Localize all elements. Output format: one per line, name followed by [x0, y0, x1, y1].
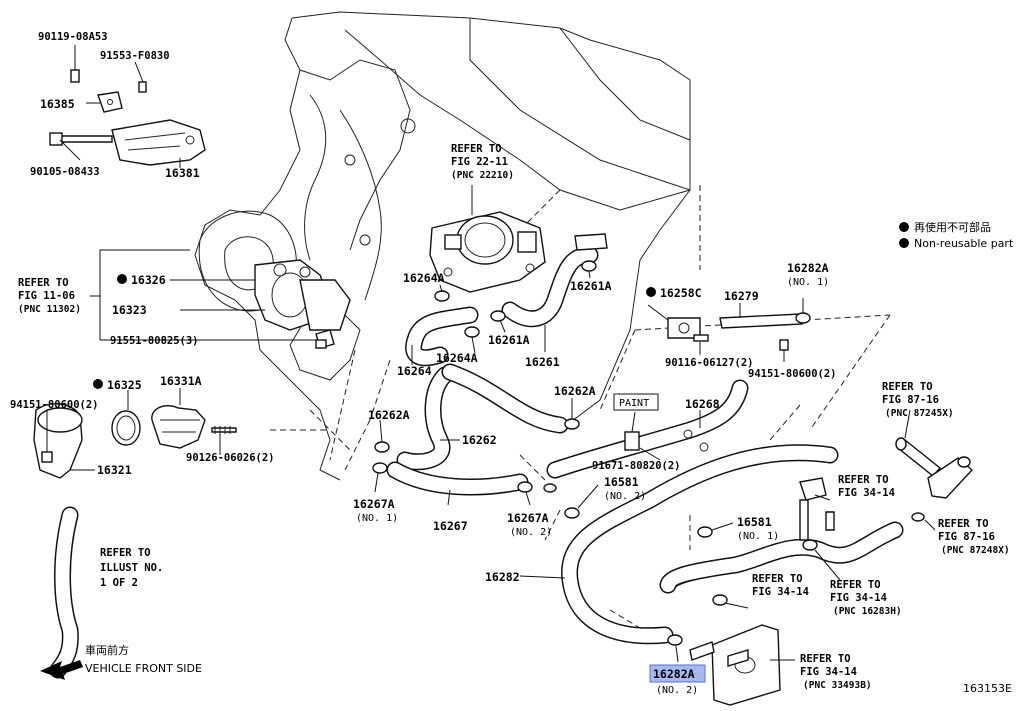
label-16282a-no2[interactable]: 16282A — [653, 667, 695, 681]
bracket-assembly — [49, 69, 206, 166]
label-90116-06127: 90116-06127(2) — [665, 357, 754, 369]
label-16268: 16268 — [685, 397, 720, 411]
label-16282a-no2-sub: (NO. 2) — [656, 685, 698, 696]
paint-box — [613, 393, 659, 411]
legend-text-en: Non-reusable part — [914, 237, 1014, 250]
label-16264a-top: 16264A — [403, 271, 445, 285]
label-refer-fig-22-11-l2: FIG 22-11 — [451, 156, 508, 168]
label-16264: 16264 — [397, 364, 432, 378]
label-90126-06026: 90126-06026(2) — [186, 452, 275, 464]
label-16385: 16385 — [40, 97, 75, 111]
heater-pipes-right — [895, 437, 974, 499]
legend: 再使用不可部品 Non-reusable part — [899, 220, 1014, 250]
label-refer-fig-34-14c-l3: (PNC 16283H) — [833, 606, 902, 617]
water-inlet-parts — [33, 259, 351, 479]
direction-text-en: VEHICLE FRONT SIDE — [85, 662, 202, 675]
label-16261a-upper: 16261A — [570, 279, 612, 293]
label-16581-no1-sub: (NO. 1) — [737, 531, 779, 542]
engine-block-outline — [194, 11, 891, 641]
coolant-hoses — [386, 233, 904, 645]
label-refer-fig-34-14c-l2: FIG 34-14 — [830, 592, 887, 604]
label-refer-fig-34-14c-l1: REFER TO — [830, 579, 881, 591]
label-refer-fig-11-06-l2: FIG 11-06 — [18, 290, 75, 302]
label-91553-f0830: 91553-F0830 — [100, 50, 170, 62]
throttle-body — [429, 211, 546, 293]
label-refer-illust-l1: REFER TO — [100, 547, 151, 559]
highlight-box — [649, 664, 706, 683]
legend-marker — [899, 222, 909, 232]
label-16267a-no1-sub: (NO. 1) — [356, 513, 398, 524]
label-refer-fig-87-16b-l2: FIG 87-16 — [938, 531, 995, 543]
label-16267a-no2: 16267A — [507, 511, 549, 525]
label-16323: 16323 — [112, 303, 147, 317]
non-reusable-marker — [117, 274, 127, 284]
label-refer-fig-34-14a-l1: REFER TO — [838, 474, 889, 486]
leader-lines — [46, 45, 936, 663]
label-94151-80600-right: 94151-80600(2) — [748, 368, 837, 380]
label-refer-illust-l2: ILLUST NO. — [100, 562, 163, 574]
label-16282a-no1: 16282A — [787, 261, 829, 275]
bolts-misc — [315, 334, 789, 351]
label-16267a-no1: 16267A — [353, 497, 395, 511]
non-reusable-marker — [93, 379, 103, 389]
label-16581-no1: 16581 — [737, 515, 772, 529]
label-94151-80600-left: 94151-80600(2) — [10, 399, 99, 411]
non-reusable-marker — [646, 287, 656, 297]
label-refer-fig-22-11-l1: REFER TO — [451, 143, 502, 155]
label-refer-fig-87-16b-l1: REFER TO — [938, 518, 989, 530]
heater-bracket — [799, 477, 835, 541]
label-16331a: 16331A — [160, 374, 202, 388]
front-direction-indicator: 車両前方 VEHICLE FRONT SIDE — [40, 643, 202, 680]
label-16262a-right: 16262A — [554, 384, 596, 398]
legend-marker — [899, 238, 909, 248]
part-labels: 90119-08A53 91553-F0830 16385 90105-0843… — [10, 31, 1010, 696]
legend-text-jp: 再使用不可部品 — [914, 220, 991, 234]
label-16325: 16325 — [107, 378, 142, 392]
label-refer-fig-11-06-l3: (PNC 11302) — [18, 304, 81, 315]
label-refer-fig-11-06-l1: REFER TO — [18, 277, 69, 289]
label-16261a-lower: 16261A — [488, 333, 530, 347]
label-90105-08433: 90105-08433 — [30, 166, 100, 178]
label-16326: 16326 — [131, 273, 166, 287]
label-16258c: 16258C — [660, 286, 702, 300]
label-16264a-bottom: 16264A — [436, 351, 478, 365]
label-refer-fig-34-14d-l1: REFER TO — [800, 653, 851, 665]
label-16581-no2-sub: (NO. 2) — [604, 491, 646, 502]
label-16282a-no1-sub: (NO. 1) — [787, 277, 829, 288]
label-16267a-no2-sub: (NO. 2) — [510, 527, 552, 538]
label-refer-fig-87-16a-l2: FIG 87-16 — [882, 394, 939, 406]
label-refer-fig-34-14b-l2: FIG 34-14 — [752, 586, 809, 598]
direction-text-jp: 車両前方 — [85, 643, 129, 657]
label-refer-fig-87-16b-l3: (PNC 87248X) — [941, 545, 1010, 556]
label-91551-80825: 91551-80825(3) — [110, 335, 199, 347]
label-16262: 16262 — [462, 433, 497, 447]
front-arrow-icon — [40, 660, 83, 680]
label-refer-fig-87-16a-l3: (PNC 87245X) — [885, 408, 954, 419]
label-16581-no2: 16581 — [604, 475, 639, 489]
label-refer-fig-34-14b-l1: REFER TO — [752, 573, 803, 585]
figure-id: 163153E — [963, 682, 1012, 695]
hose-clamps — [372, 260, 925, 646]
label-90119-08a53: 90119-08A53 — [38, 31, 108, 43]
label-16267: 16267 — [433, 519, 468, 533]
label-16262a-left: 16262A — [368, 408, 410, 422]
label-refer-fig-22-11-l3: (PNC 22210) — [451, 170, 514, 181]
label-16261: 16261 — [525, 355, 560, 369]
label-refer-fig-34-14d-l2: FIG 34-14 — [800, 666, 857, 678]
label-16279: 16279 — [724, 289, 759, 303]
label-16282: 16282 — [485, 570, 520, 584]
label-91671-80820: 91671-80820(2) — [592, 460, 681, 472]
label-refer-fig-87-16a-l1: REFER TO — [882, 381, 933, 393]
label-refer-illust-l3: 1 OF 2 — [100, 577, 138, 589]
label-refer-fig-34-14a-l2: FIG 34-14 — [838, 487, 895, 499]
label-paint: PAINT — [619, 398, 649, 409]
label-refer-fig-34-14d-l3: (PNC 33493B) — [803, 680, 872, 691]
lower-radiator-hose — [49, 506, 79, 679]
label-16381: 16381 — [165, 166, 200, 180]
label-16321: 16321 — [97, 463, 132, 477]
oil-cooler — [689, 624, 781, 706]
